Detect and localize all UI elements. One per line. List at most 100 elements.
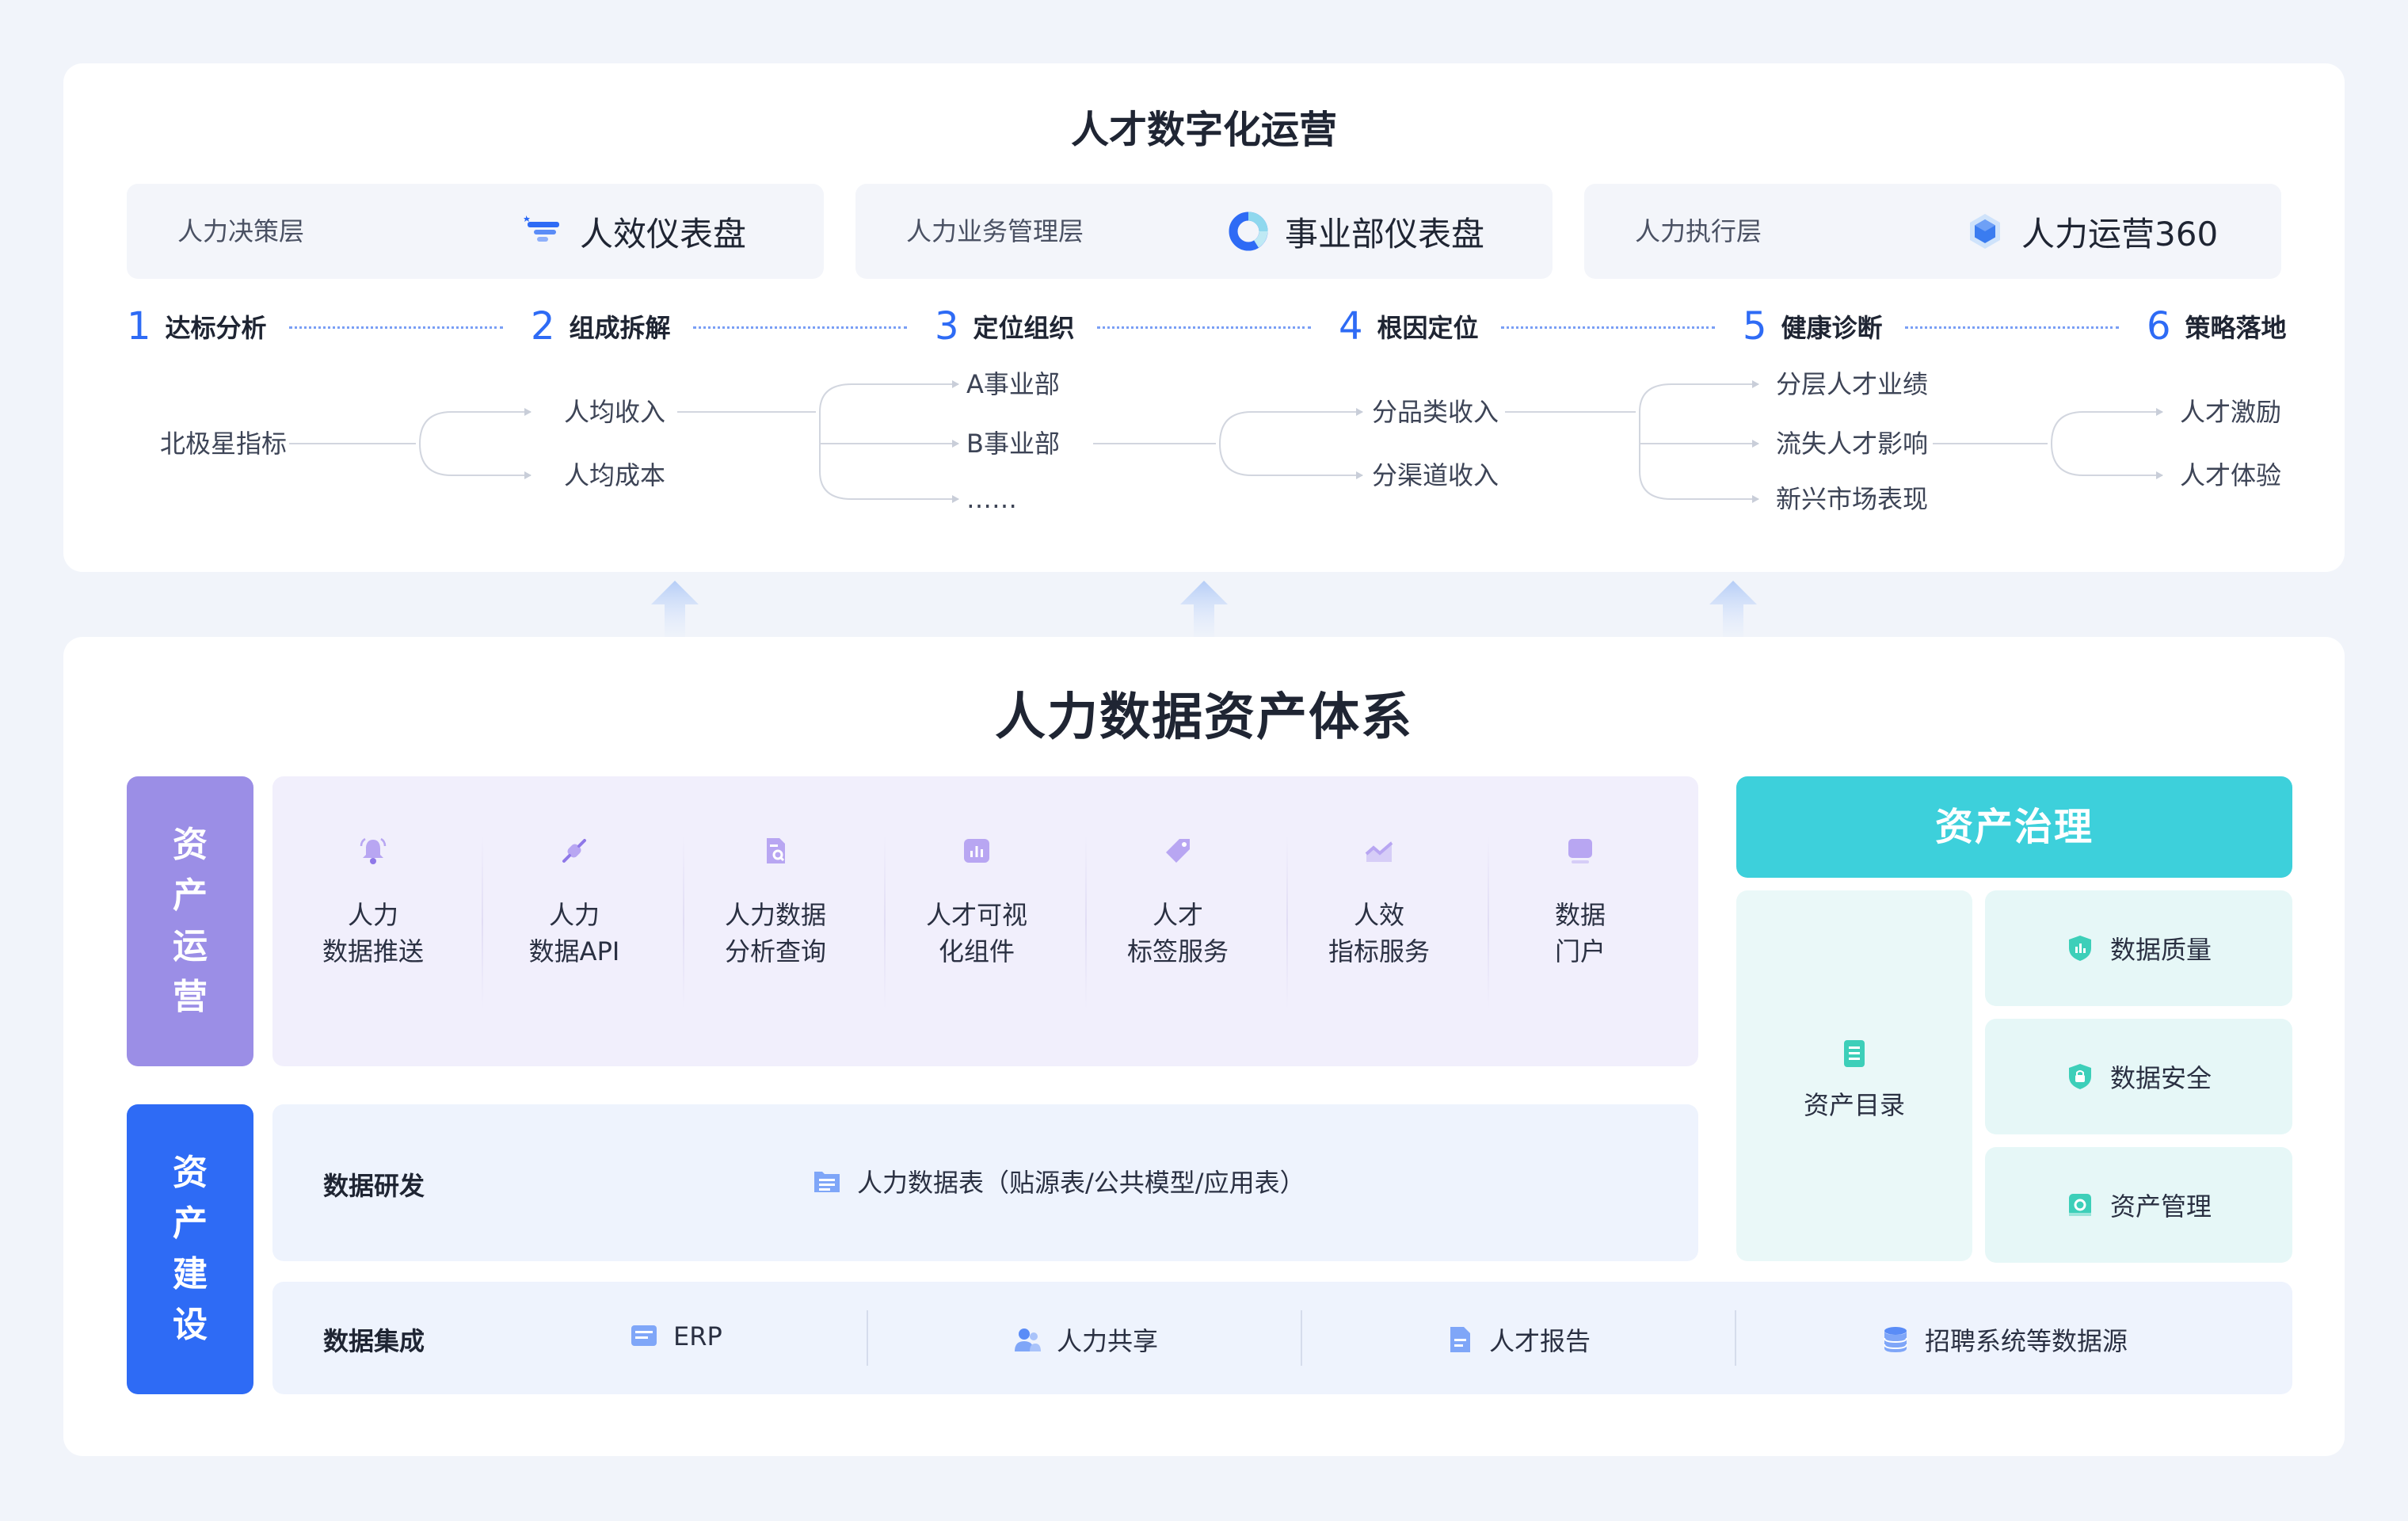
step-label: 根因定位 [1377,313,1479,343]
step-1: 1 达标分析 [127,303,267,350]
layer-card-decision[interactable]: 人力决策层 人效仪表盘 [127,184,824,279]
step-3: 3 定位组织 [935,303,1075,350]
report-icon [1450,1327,1470,1352]
donut-chart-icon [1229,212,1268,251]
divider [884,835,886,1009]
table-list-icon [814,1172,840,1192]
gov-card-data-quality[interactable]: 数据质量 [1985,890,2292,1006]
ops-label: 人力数据 分析查询 [724,900,826,966]
tag-label: 资产建设 [173,1153,208,1345]
step-number: 4 [1339,304,1363,349]
asset-box-icon [2068,1194,2091,1216]
dashboard-name: 人效仪表盘 [580,214,747,254]
gov-card-data-security[interactable]: 数据安全 [1985,1019,2292,1134]
ops-item-data-api[interactable]: 人力 数据API [474,835,675,1009]
flow-node: A事业部 [966,369,1060,399]
hexagon-icon [1970,214,2000,249]
top-panel-title: 人才数字化运营 [1070,108,1337,152]
divider [1301,1310,1302,1366]
integration-label: 人力共享 [1057,1326,1159,1356]
up-arrow-icon [1180,581,1228,644]
asset-governance-header: 资产治理 [1736,776,2292,878]
flow-node: 分渠道收入 [1372,460,1499,490]
layer-card-business[interactable]: 人力业务管理层 事业部仪表盘 [855,184,1553,279]
layer-dashboard: 人效仪表盘 [523,184,746,279]
integration-label: 招聘系统等数据源 [1925,1326,2128,1356]
layer-dashboard: 事业部仪表盘 [1228,184,1484,279]
ops-item-metric-service[interactable]: 人效 指标服务 [1278,835,1480,1009]
step-connector [1905,326,2119,329]
divider [1488,835,1489,1009]
erp-icon [631,1325,657,1346]
step-2: 2 组成拆解 [531,303,671,350]
layer-card-execution[interactable]: 人力执行层 人力运营360 [1584,184,2281,279]
bottom-panel-title: 人力数据资产体系 [995,688,1413,747]
gov-card-asset-management[interactable]: 资产管理 [1985,1147,2292,1263]
filter-bars-icon [524,215,559,242]
flow-node: 人均收入 [564,397,666,427]
dev-item-label: 人力数据表（贴源表/公共模型/应用表） [857,1168,1305,1198]
ops-label: 人力 数据推送 [322,900,424,966]
layer-label: 人力决策层 [177,216,305,246]
step-label: 达标分析 [165,313,267,343]
integration-item-hr-shared[interactable]: 人力共享 [1012,1321,1158,1358]
integration-title: 数据集成 [323,1326,425,1356]
flow-node: …… [966,484,1017,514]
ops-item-tag-service[interactable]: 人才 标签服务 [1077,835,1278,1009]
gov-card-label: 资产管理 [2109,1191,2212,1222]
catalog-label: 资产目录 [1803,1090,1905,1120]
up-arrow-icon [1709,581,1757,644]
ops-item-analysis-query[interactable]: 人力数据 分析查询 [675,835,876,1009]
plug-icon [562,839,586,863]
asset-catalog-card[interactable]: 资产目录 [1736,890,1972,1261]
dev-item[interactable]: 人力数据表（贴源表/公共模型/应用表） [811,1163,1305,1199]
step-6: 6 策略落地 [2147,303,2287,350]
step-connector [1097,326,1311,329]
document-search-icon [767,838,785,863]
step-number: 1 [127,304,151,349]
divider [1085,835,1087,1009]
ops-label: 人效 指标服务 [1328,900,1430,966]
step-connector [1501,326,1715,329]
step-label: 定位组织 [973,313,1075,343]
divider [1735,1310,1736,1366]
step-connector [289,326,503,329]
ops-item-visual-components[interactable]: 人才可视 化组件 [876,835,1077,1009]
flow-node: 分层人才业绩 [1776,369,1929,399]
integration-item-erp[interactable]: ERP [629,1321,722,1351]
hr-data-asset-panel: 人力数据资产体系 资产运营 资产建设 人力 数据推送 人力 数据API [63,637,2345,1456]
flow-node: B事业部 [966,429,1060,459]
asset-construction-tag: 资产建设 [127,1104,253,1394]
flow-node: 流失人才影响 [1776,429,1929,459]
line-chart-icon [1365,841,1393,862]
integration-item-recruiting[interactable]: 招聘系统等数据源 [1880,1321,2128,1358]
integration-item-talent-report[interactable]: 人才报告 [1445,1321,1591,1358]
monitor-icon [1568,839,1592,863]
gov-card-label: 数据质量 [2109,935,2212,965]
layer-label: 人力业务管理层 [906,216,1084,246]
flow-node: 分品类收入 [1372,397,1499,427]
dev-title: 数据研发 [323,1171,425,1201]
up-arrow-icon [651,581,699,644]
ops-label: 数据 门户 [1554,900,1606,966]
step-4: 4 根因定位 [1339,303,1479,350]
divider [683,835,684,1009]
data-integration-box: 数据集成 ERP 人力共享 人 [272,1282,2292,1394]
step-number: 6 [2147,304,2171,349]
step-label: 组成拆解 [569,313,671,343]
step-label: 健康诊断 [1781,313,1883,343]
flow-node: 人才激励 [2180,397,2282,427]
ops-item-data-portal[interactable]: 数据 门户 [1480,835,1681,1009]
talent-digital-ops-panel: 人才数字化运营 人力决策层 人效仪表盘 人力业务管理层 事业部仪表盘 人力执行层 [63,63,2345,572]
integration-label: 人才报告 [1489,1326,1591,1356]
step-number: 3 [935,304,959,349]
ops-label: 人才 标签服务 [1126,900,1229,966]
ops-label: 人力 数据API [528,900,620,966]
asset-operations-tag: 资产运营 [127,776,253,1066]
ops-item-data-push[interactable]: 人力 数据推送 [272,835,474,1009]
step-label: 策略落地 [2185,313,2287,343]
asset-operations-box: 人力 数据推送 人力 数据API 人力数据 分析查询 [272,776,1698,1066]
divider [1286,835,1288,1009]
shield-lock-icon [2068,1064,2091,1089]
bell-icon [360,837,387,864]
